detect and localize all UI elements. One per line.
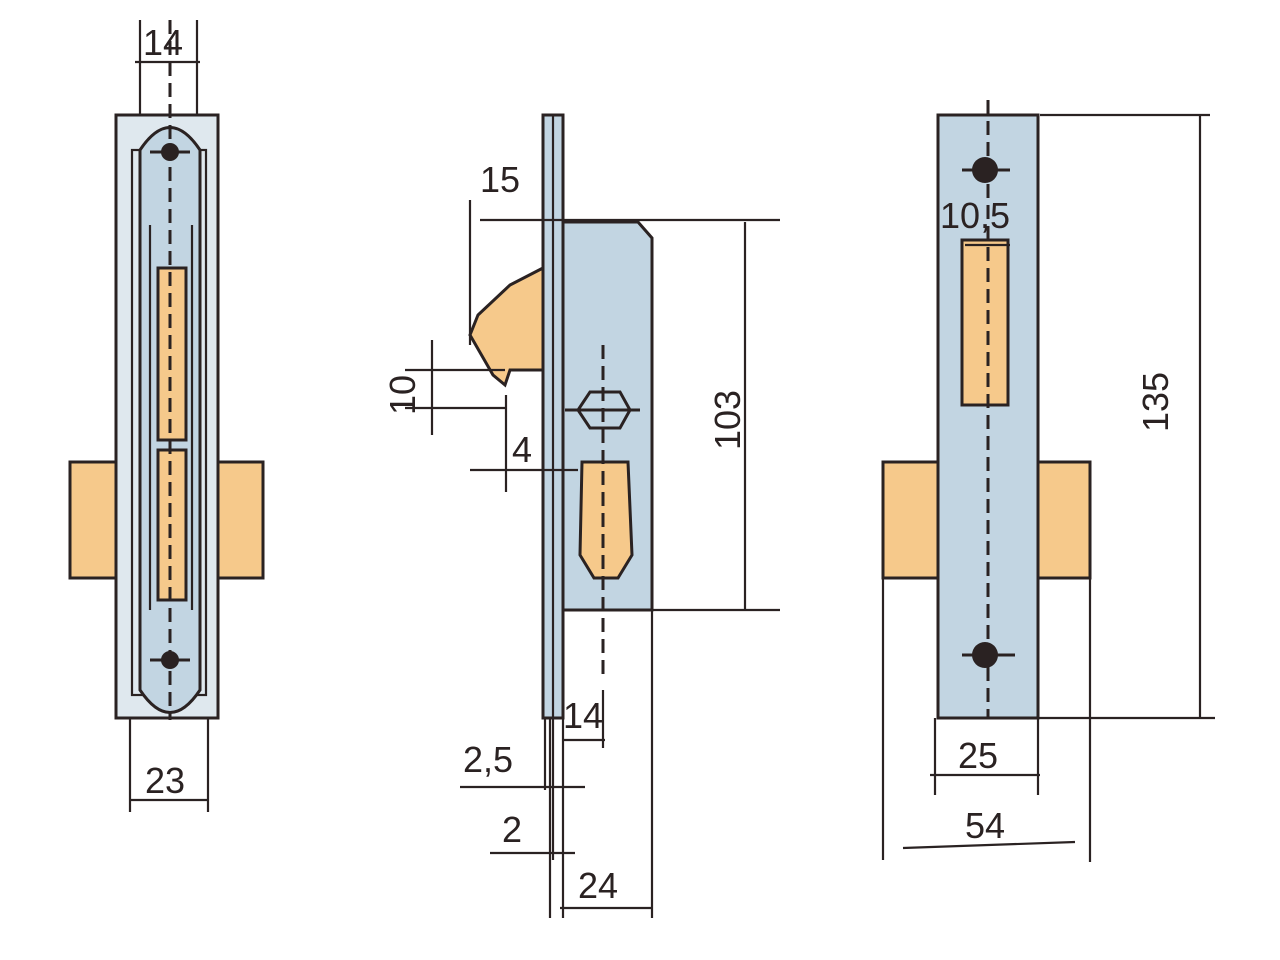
dim-bottom-width: 23 xyxy=(145,760,185,801)
dim-plate-thickness: 2,5 xyxy=(463,739,513,780)
front-view: 14 23 xyxy=(68,20,265,812)
dim-backset-small: 14 xyxy=(563,695,603,736)
left-bolt-block xyxy=(881,460,940,580)
front-latch-slot xyxy=(156,266,188,442)
dim-plate-height: 135 xyxy=(1135,372,1176,432)
front-bolt-slot xyxy=(156,448,188,602)
latch-bolt xyxy=(468,265,545,388)
right-bolt-block xyxy=(1036,460,1092,580)
rear-view: 10,5 135 25 54 xyxy=(881,100,1215,862)
dim-overall-width: 54 xyxy=(965,805,1005,846)
dim-body-depth: 24 xyxy=(578,865,618,906)
dim-body-height: 103 xyxy=(707,390,748,450)
dim-gap: 2 xyxy=(502,809,522,850)
cylinder-cam xyxy=(578,460,634,580)
dim-plate-width: 25 xyxy=(958,735,998,776)
dim-slot-width: 10,5 xyxy=(940,195,1010,236)
dim-cylinder-offset: 4 xyxy=(512,429,532,470)
side-view: 15 103 10 4 14 2,5 2 24 xyxy=(382,113,780,918)
rear-latch-slot xyxy=(960,238,1010,407)
dim-latch-projection: 15 xyxy=(480,159,520,200)
dim-latch-offset: 10 xyxy=(382,375,423,415)
dim-top-width: 14 xyxy=(143,22,183,63)
